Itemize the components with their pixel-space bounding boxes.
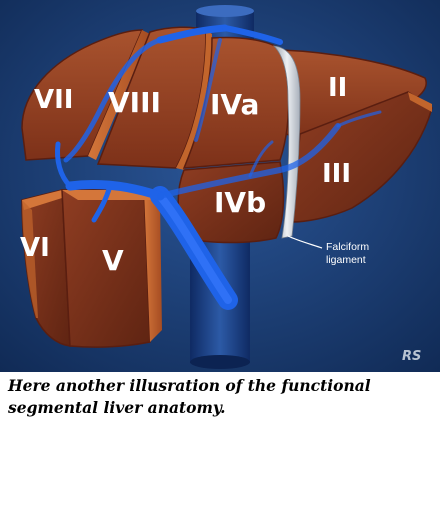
artist-credit-logo: RS bbox=[402, 349, 421, 364]
segment-V-lobe bbox=[61, 189, 162, 348]
segment-labels: VII VIII IVa II III IVb VI V bbox=[20, 73, 351, 277]
falciform-annotation: Falciform ligament bbox=[287, 235, 369, 266]
segment-VI-lobe bbox=[21, 189, 71, 347]
segment-label-II: II bbox=[328, 73, 347, 103]
segment-VII-lobe bbox=[21, 29, 150, 161]
segment-label-VI: VI bbox=[20, 233, 50, 263]
segment-label-IVb: IVb bbox=[214, 186, 266, 219]
figure-caption: Here another illusration of the function… bbox=[8, 376, 371, 417]
annotation-text-line1: Falciform bbox=[326, 241, 369, 253]
liver-segment-illustration: VII VIII IVa II III IVb VI V Falciform l… bbox=[0, 0, 440, 372]
segment-label-IVa: IVa bbox=[210, 88, 259, 121]
segment-label-VIII: VIII bbox=[108, 86, 161, 119]
segment-label-VII: VII bbox=[34, 85, 73, 115]
falciform-ligament bbox=[272, 45, 301, 239]
annotation-leader-line bbox=[287, 235, 323, 249]
segment-III-lobe bbox=[291, 91, 433, 223]
annotation-text-line2: ligament bbox=[326, 254, 366, 266]
segment-label-III: III bbox=[322, 159, 351, 189]
segment-label-V: V bbox=[102, 244, 124, 277]
hepatic-vessels bbox=[55, 24, 382, 310]
